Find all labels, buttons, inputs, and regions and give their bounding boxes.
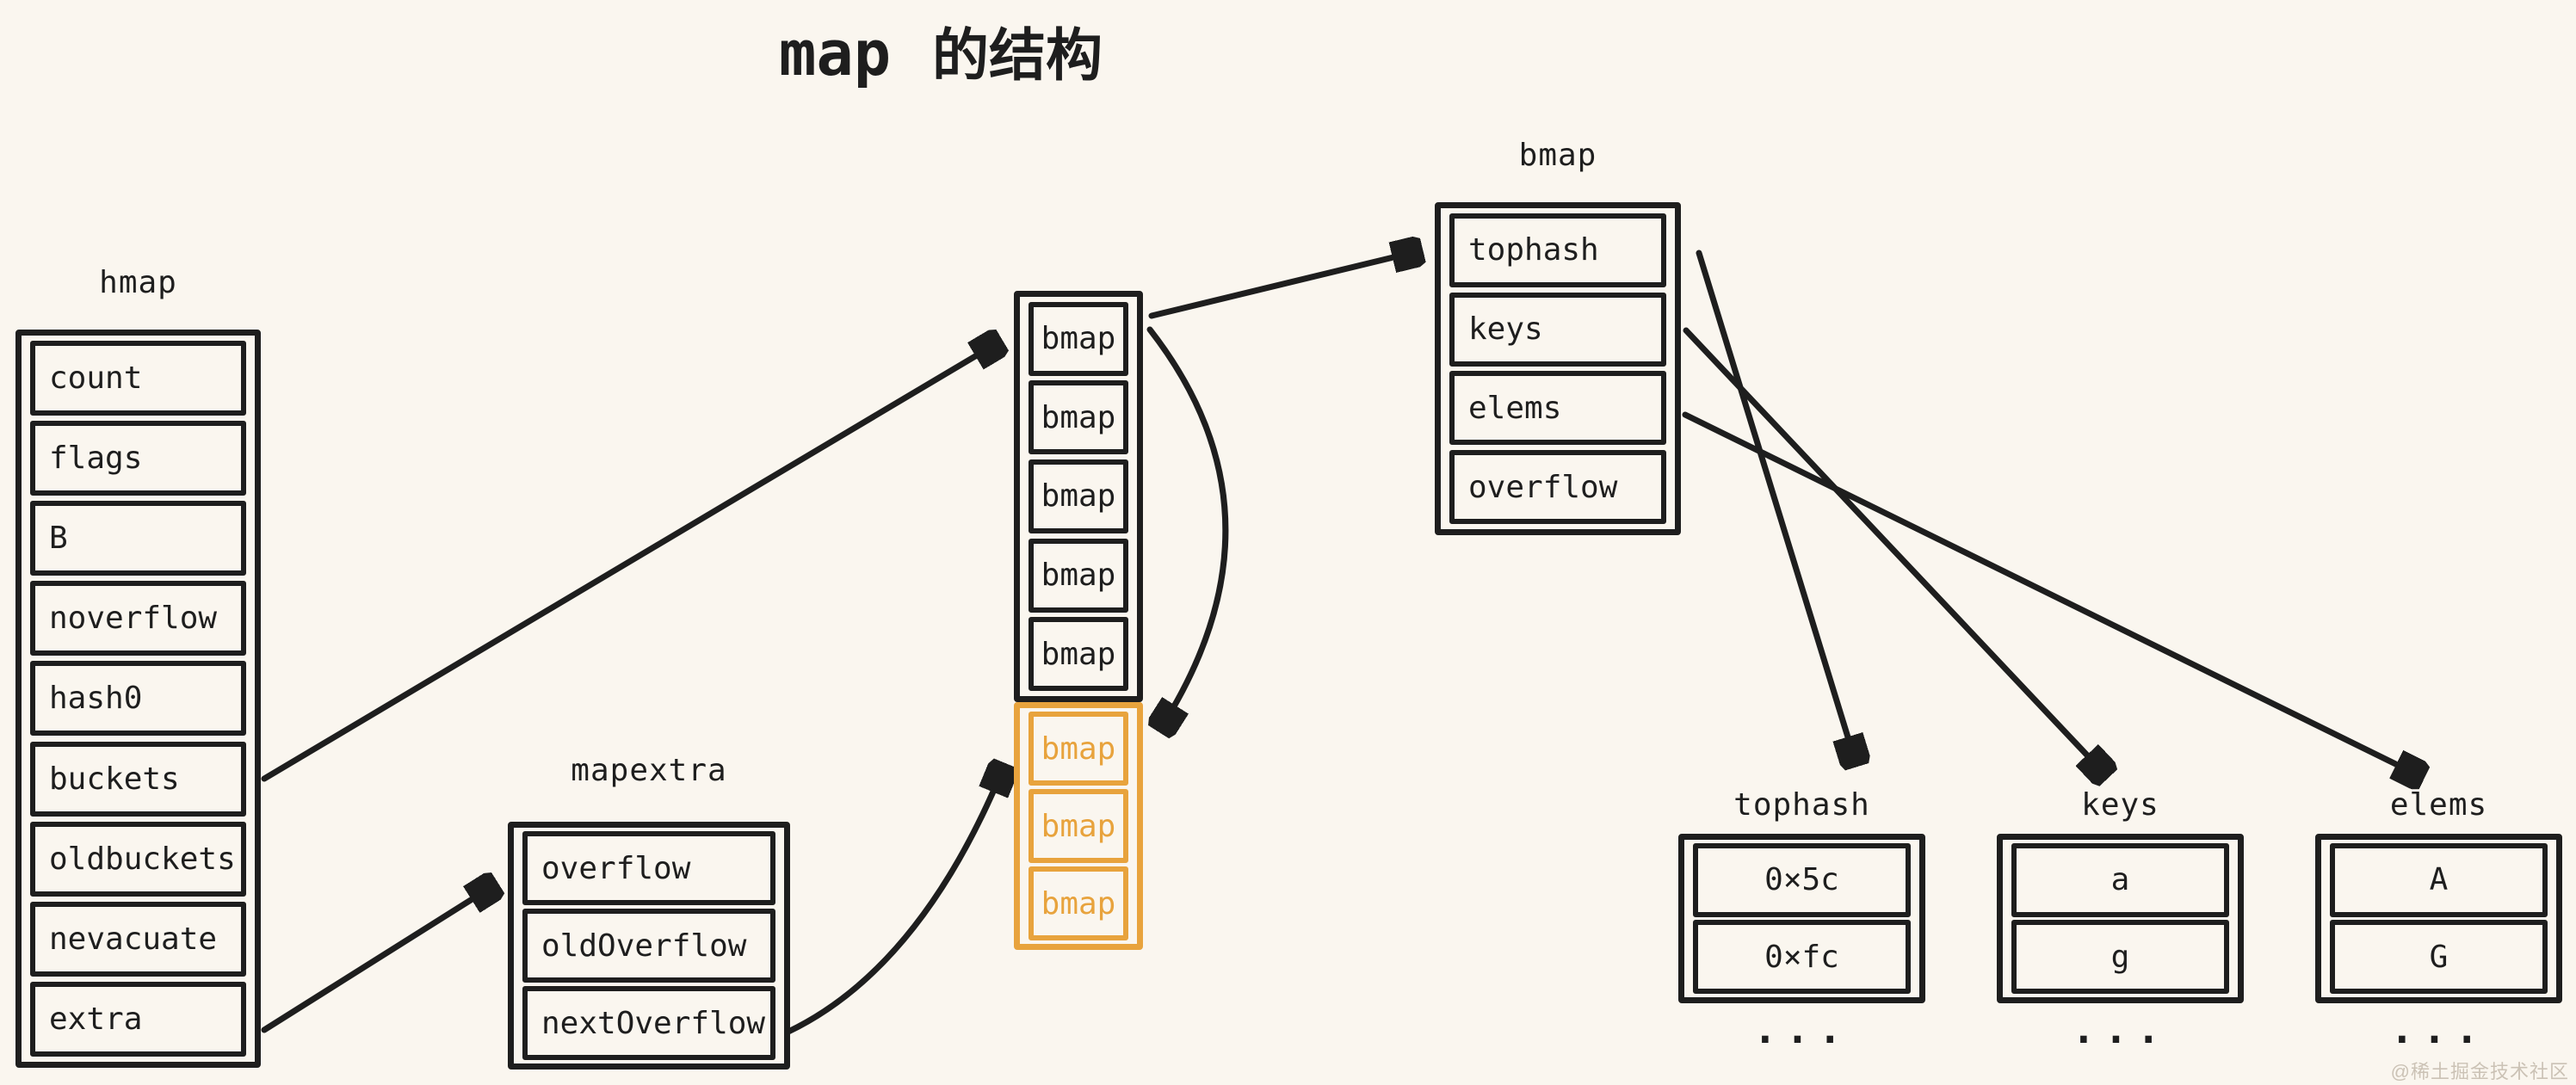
tophash-column-box: 0×5c 0×fc: [1678, 834, 1925, 1003]
hmap-field-extra: extra: [30, 981, 246, 1057]
arrow-buckets-to-bucket-array: [261, 342, 998, 782]
mapextra-box: overflow oldOverflow nextOverflow: [508, 822, 790, 1070]
bmap-field-keys: keys: [1449, 292, 1666, 367]
keys-column-label: keys: [2081, 787, 2159, 823]
mapextra-field-overflow: overflow: [522, 831, 775, 905]
keys-column-box: a g: [1997, 834, 2244, 1003]
bmap-struct-box: tophash keys elems overflow: [1435, 202, 1681, 535]
overflow-bucket-cell-1: bmap: [1029, 712, 1128, 786]
overflow-bucket-cell-3: bmap: [1029, 866, 1128, 940]
keys-ellipsis: ...: [2071, 1006, 2170, 1052]
bucket-cell-3: bmap: [1029, 459, 1128, 533]
elems-value-1: A: [2330, 842, 2548, 917]
elems-value-2: G: [2330, 920, 2548, 995]
hmap-field-b: B: [30, 501, 246, 576]
bucket-cell-4: bmap: [1029, 538, 1128, 613]
bucket-cell-5: bmap: [1029, 617, 1128, 692]
bmap-field-elems: elems: [1449, 371, 1666, 446]
hmap-box: count flags B noverflow hash0 buckets ol…: [15, 330, 261, 1068]
arrow-nextoverflow-to-overflow-bucket: [785, 768, 1004, 1035]
title-suffix: 的结构: [932, 23, 1103, 87]
tophash-value-1: 0×5c: [1693, 842, 1911, 917]
keys-value-1: a: [2011, 842, 2229, 917]
arrow-bucket1-to-overflow-bucket: [1150, 326, 1229, 728]
overflow-bucket-box: bmap bmap bmap: [1014, 702, 1143, 950]
arrow-bucket1-to-bmap-struct: [1148, 251, 1418, 319]
hmap-field-buckets: buckets: [30, 741, 246, 817]
bmap-field-overflow: overflow: [1449, 450, 1666, 525]
bucket-cell-1: bmap: [1029, 301, 1128, 376]
elems-column-label: elems: [2389, 787, 2488, 823]
bucket-cell-2: bmap: [1029, 380, 1128, 455]
hmap-field-count: count: [30, 341, 246, 416]
watermark: @稀土掘金技术社区: [2390, 1061, 2569, 1082]
arrow-keys-to-column: [1683, 327, 2105, 774]
tophash-ellipsis: ...: [1752, 1006, 1851, 1052]
hmap-field-hash0: hash0: [30, 661, 246, 737]
tophash-value-2: 0×fc: [1693, 920, 1911, 995]
elems-ellipsis: ...: [2389, 1006, 2488, 1052]
arrow-tophash-to-column: [1696, 250, 1856, 762]
tophash-column-label: tophash: [1733, 787, 1870, 823]
bucket-array-box: bmap bmap bmap bmap bmap: [1014, 291, 1143, 702]
page-title: map 的结构: [779, 10, 1103, 96]
hmap-field-oldbuckets: oldbuckets: [30, 821, 246, 897]
overflow-bucket-cell-2: bmap: [1029, 789, 1128, 863]
hmap-label: hmap: [99, 265, 177, 300]
arrow-elems-to-column: [1682, 411, 2420, 776]
mapextra-label: mapextra: [571, 753, 727, 788]
hmap-field-flags: flags: [30, 421, 246, 496]
hmap-field-noverflow: noverflow: [30, 581, 246, 657]
bmap-field-tophash: tophash: [1449, 213, 1666, 287]
keys-value-2: g: [2011, 920, 2229, 995]
mapextra-field-nextoverflow: nextOverflow: [522, 986, 775, 1060]
title-code: map: [779, 17, 892, 89]
elems-column-box: A G: [2315, 834, 2562, 1003]
mapextra-field-oldoverflow: oldOverflow: [522, 909, 775, 983]
bmap-struct-label: bmap: [1518, 138, 1597, 173]
arrow-extra-to-mapextra: [261, 885, 494, 1033]
hmap-field-nevacuate: nevacuate: [30, 901, 246, 977]
